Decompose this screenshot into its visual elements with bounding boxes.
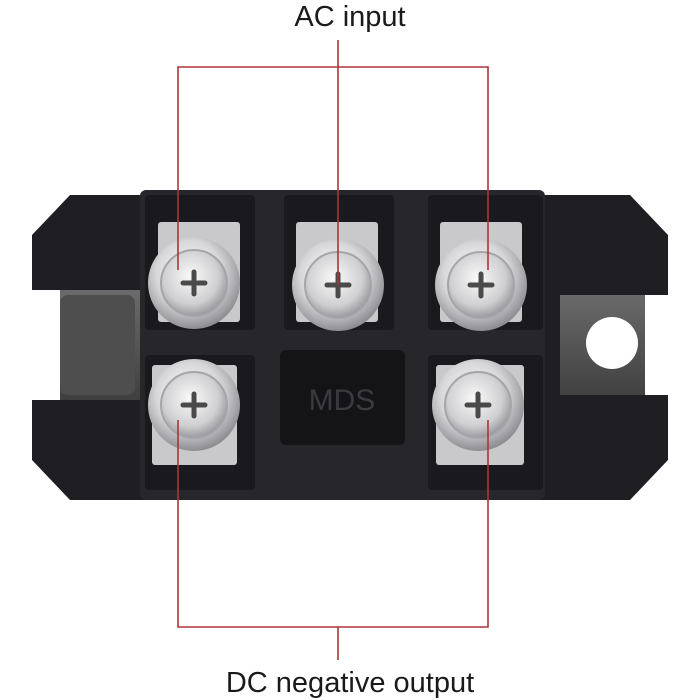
phillips-screw-icon (180, 269, 208, 297)
phillips-screw-icon (467, 271, 495, 299)
callout-lines-dc (177, 420, 489, 660)
phillips-screw-icon (464, 391, 492, 419)
callout-lines-ac (177, 40, 489, 285)
terminal-dc-positive (432, 359, 524, 465)
ac-input-label: AC input (294, 1, 406, 33)
module-marking: MDS (309, 384, 376, 417)
terminal-ac-3 (435, 222, 527, 331)
phillips-screw-icon (180, 391, 208, 419)
terminal-ac-1 (148, 222, 240, 329)
mounting-hole-icon (586, 317, 638, 369)
terminal-dc-negative (148, 359, 240, 465)
module-marking-plate (280, 350, 405, 445)
dc-negative-output-label: DC negative output (225, 667, 475, 699)
